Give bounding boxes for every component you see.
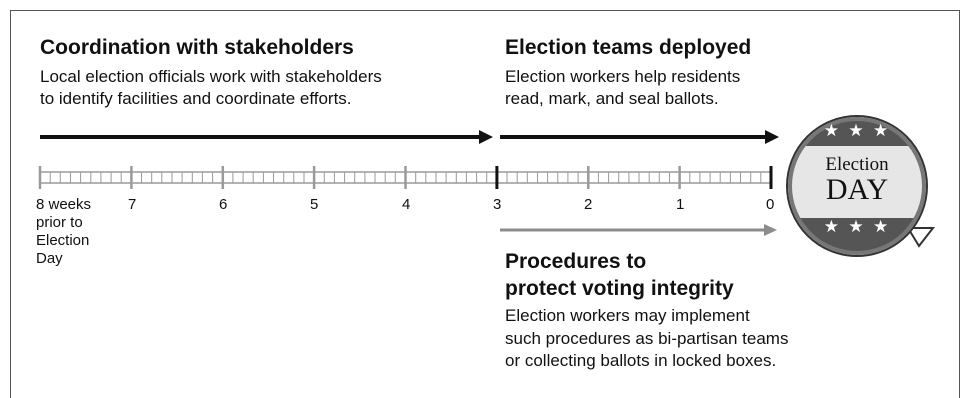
tick-label-8-line3: Election [36, 232, 90, 249]
tick-label-3: 3 [493, 196, 502, 213]
deployed-title: Election teams deployed [505, 36, 752, 59]
procedures-arrow [500, 224, 777, 236]
procedures-title-line1: Procedures to [505, 250, 647, 273]
coordination-arrow [40, 130, 493, 144]
badge-stars-top: ★ ★ ★ [824, 121, 891, 141]
election-day-badge: ★ ★ ★ Election DAY ★ ★ ★ [786, 115, 936, 257]
deployed-arrow [500, 130, 779, 144]
procedures-desc-line1: Election workers may implement [505, 306, 750, 325]
tick-label-4: 4 [402, 196, 411, 213]
tick-label-8-line2: prior to [36, 214, 83, 231]
tick-label-2: 2 [584, 196, 593, 213]
coordination-title: Coordination with stakeholders [40, 36, 354, 59]
procedures-desc-line3: or collecting ballots in locked boxes. [505, 351, 777, 370]
tick-label-0: 0 [766, 196, 775, 213]
deployed-desc-line2: read, mark, and seal ballots. [505, 89, 719, 108]
timeline-ruler [38, 166, 773, 189]
procedures-title-line2: protect voting integrity [505, 277, 734, 300]
badge-stars-bottom: ★ ★ ★ [824, 217, 891, 237]
coordination-desc-line2: to identify facilities and coordinate ef… [40, 89, 352, 108]
tick-label-8-line4: Day [36, 250, 63, 267]
deployed-desc-line1: Election workers help residents [505, 67, 741, 86]
badge-line2: DAY [826, 173, 888, 206]
procedures-desc-line2: such procedures as bi-partisan teams [505, 329, 789, 348]
tick-label-7: 7 [128, 196, 137, 213]
badge-line1: Election [825, 154, 889, 175]
tick-label-8-weeks: 8 weeks [36, 196, 92, 213]
tick-label-6: 6 [219, 196, 228, 213]
coordination-desc-line1: Local election officials work with stake… [40, 67, 382, 86]
tick-label-1: 1 [676, 196, 685, 213]
figure-frame [10, 10, 960, 398]
tick-label-5: 5 [310, 196, 319, 213]
